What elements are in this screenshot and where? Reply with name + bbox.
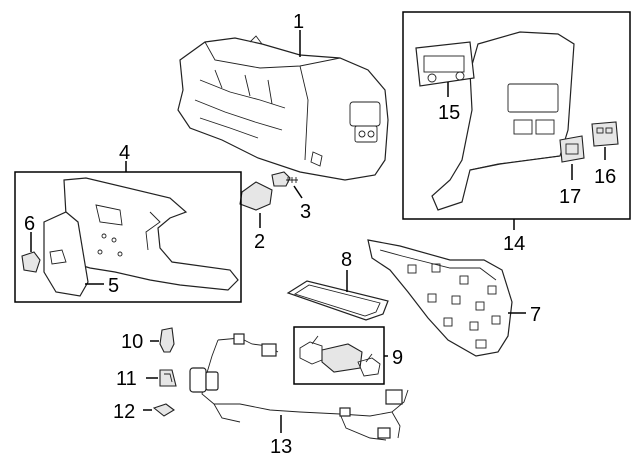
callout-9: 9 bbox=[392, 347, 403, 369]
part-7-trim-panel[interactable] bbox=[367, 239, 513, 357]
part-9-bracket-assembly[interactable] bbox=[299, 335, 381, 377]
callout-16: 16 bbox=[594, 166, 616, 188]
callout-5: 5 bbox=[108, 275, 119, 297]
callout-2: 2 bbox=[254, 231, 265, 253]
callout-1: 1 bbox=[293, 11, 304, 33]
callout-8: 8 bbox=[341, 249, 352, 271]
part-8-mat[interactable] bbox=[286, 280, 389, 321]
callout-15: 15 bbox=[438, 102, 460, 124]
part-4-side-panel[interactable] bbox=[61, 177, 239, 291]
part-13-wiring-harness[interactable] bbox=[189, 333, 409, 441]
part-12-clip[interactable] bbox=[152, 403, 175, 417]
group-box-4 bbox=[14, 171, 242, 303]
part-6-clip[interactable] bbox=[21, 251, 41, 273]
callout-7: 7 bbox=[530, 304, 541, 326]
callout-14: 14 bbox=[503, 233, 525, 255]
callout-13: 13 bbox=[270, 436, 292, 458]
callout-10: 10 bbox=[121, 331, 143, 353]
part-14-rear-panel[interactable] bbox=[431, 31, 575, 211]
part-10-fastener[interactable] bbox=[159, 327, 175, 353]
part-2-clip[interactable] bbox=[239, 181, 273, 211]
callout-6: 6 bbox=[24, 213, 35, 235]
callout-11: 11 bbox=[116, 368, 137, 390]
group-box-14 bbox=[402, 11, 631, 220]
callout-17: 17 bbox=[559, 186, 581, 208]
part-1-center-console[interactable] bbox=[177, 35, 389, 181]
leader-3 bbox=[293, 185, 303, 199]
part-3-bolt[interactable] bbox=[271, 171, 298, 187]
part-11-clip[interactable] bbox=[159, 369, 177, 387]
callout-4: 4 bbox=[119, 142, 130, 164]
callout-3: 3 bbox=[300, 201, 311, 223]
part-16-switch[interactable] bbox=[591, 121, 619, 147]
part-17-switch[interactable] bbox=[559, 135, 585, 163]
callout-12: 12 bbox=[113, 401, 135, 423]
part-15-control-module[interactable] bbox=[415, 41, 475, 87]
part-5-panel[interactable] bbox=[43, 211, 89, 297]
